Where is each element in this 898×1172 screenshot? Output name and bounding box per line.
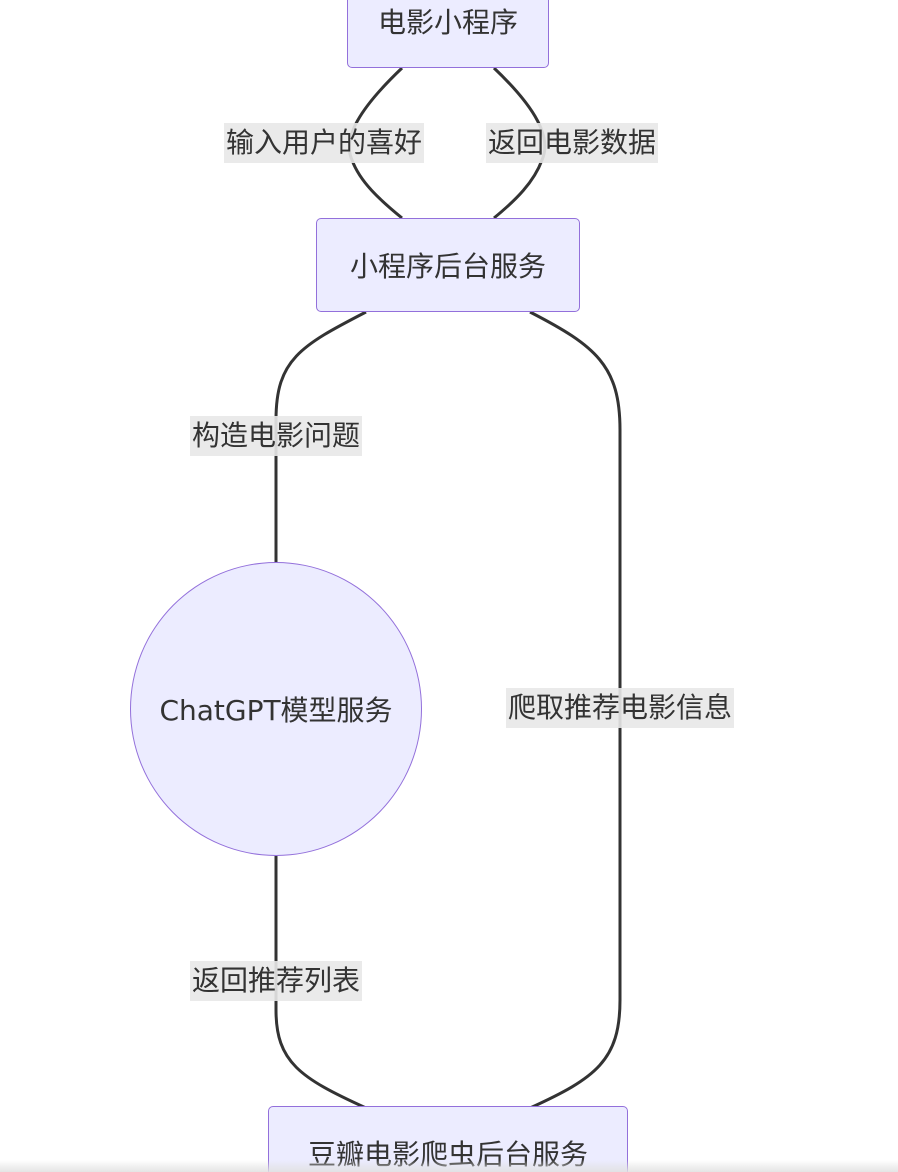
edge-return-list-line (274, 856, 367, 1110)
mini-program-label: 电影小程序 (377, 6, 518, 39)
chatgpt-model-node[interactable]: ChatGPT模型服务 (130, 562, 422, 856)
bottom-scroll-shadow (0, 1160, 898, 1172)
edge-label-return-list: 返回推荐列表 (189, 961, 363, 1001)
edge-label-build-question: 构造电影问题 (189, 416, 363, 456)
mini-program-node[interactable]: 电影小程序 (347, 0, 549, 68)
edge-label-return-movies: 返回电影数据 (485, 123, 659, 163)
backend-service-label: 小程序后台服务 (349, 250, 546, 283)
edge-label-crawl-info: 爬取推荐电影信息 (505, 688, 735, 728)
chatgpt-model-label: ChatGPT模型服务 (159, 694, 393, 727)
edge-label-input-prefs: 输入用户的喜好 (223, 123, 425, 163)
backend-service-node[interactable]: 小程序后台服务 (316, 218, 580, 312)
edge-build-question-line (274, 310, 367, 562)
edge-crawl-info-line (529, 310, 622, 1110)
